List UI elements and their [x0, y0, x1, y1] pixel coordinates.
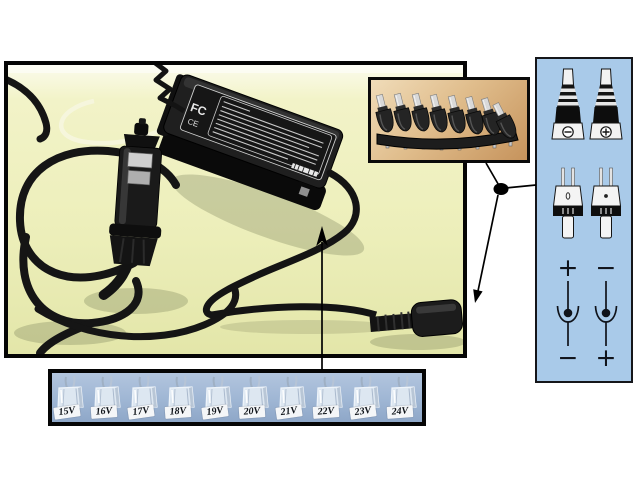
- voltage-label: 16V: [90, 405, 118, 419]
- connector-tips-illustration: [371, 91, 521, 151]
- voltage-tip: 21V: [274, 373, 311, 422]
- tips-diagram-illustration: + − − +: [551, 68, 623, 372]
- line-to-panel: [504, 184, 537, 189]
- cone-tip-plus-diagram: [589, 68, 623, 140]
- adapter-photo-illustration: FC CE: [8, 65, 463, 354]
- line-to-connector: [477, 194, 499, 292]
- ce-mark: CE: [186, 117, 200, 129]
- voltage-tip: 15V: [52, 373, 89, 422]
- voltage-tip: 19V: [200, 373, 237, 422]
- voltage-tip: 24V: [385, 373, 422, 422]
- white-cable: [58, 98, 180, 146]
- tip-holder-strip: [376, 129, 519, 150]
- center-polarity-symbol-right: [594, 280, 618, 347]
- plus-screw-icon: [602, 128, 610, 136]
- fcc-logo: FC: [189, 100, 209, 119]
- connector-tip-row: [371, 91, 521, 142]
- tips-diagram-panel: + − − +: [535, 57, 633, 383]
- cigarette-lighter-plug: [98, 118, 163, 300]
- polarity-top-right: −: [596, 253, 617, 282]
- power-brick: FC CE: [156, 74, 344, 211]
- coiled-cord: [153, 65, 186, 114]
- voltage-tip: 23V: [348, 373, 385, 422]
- photo-glare: [8, 65, 463, 73]
- voltage-tip: 17V: [126, 373, 163, 422]
- voltage-tip: 20V: [237, 373, 274, 422]
- polarity-bottom-left: −: [558, 343, 579, 372]
- callout-node-dot: [493, 183, 509, 195]
- polarity-top-left: +: [558, 253, 579, 282]
- plug-tip: [138, 118, 146, 125]
- voltage-tip: 18V: [163, 373, 200, 422]
- voltage-label: 20V: [238, 405, 266, 419]
- voltage-tip: 16V: [89, 373, 126, 422]
- barcode: [291, 162, 319, 177]
- cone-tip-minus-diagram: [551, 68, 585, 140]
- power-cords: [8, 76, 239, 354]
- label-text-lines: [212, 101, 324, 165]
- two-pin-plug-right-diagram: [590, 167, 622, 239]
- dc-cable: [202, 169, 378, 319]
- contact-window: [127, 151, 153, 169]
- voltage-label: 18V: [164, 405, 192, 419]
- polarity-signs: + − − +: [558, 253, 617, 372]
- voltage-label: 24V: [386, 405, 414, 419]
- tips-inset-photo: [368, 77, 530, 163]
- center-polarity-symbol-left: [556, 280, 580, 347]
- voltage-tips-strip: 15V 16V 17V 18V 19V 20V 21V 22V: [48, 369, 426, 426]
- polarity-bottom-right: +: [596, 343, 617, 372]
- line-to-inset: [485, 162, 502, 190]
- two-pin-plug-left-diagram: [552, 167, 584, 239]
- voltage-label: 22V: [312, 405, 340, 419]
- dc-connector: [369, 299, 463, 337]
- down-arrowhead-icon: [473, 289, 483, 303]
- brick-label: FC CE: [179, 84, 337, 181]
- voltage-tip: 22V: [311, 373, 348, 422]
